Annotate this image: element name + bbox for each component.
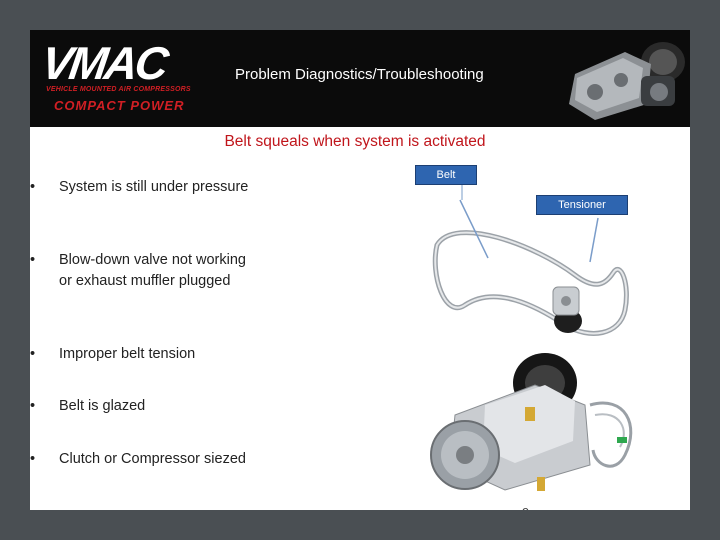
bullet-text: Blow-down valve not working or exhaust m… bbox=[59, 252, 246, 289]
page-number: 9 bbox=[522, 505, 529, 510]
bullet-text: Clutch or Compressor siezed bbox=[59, 451, 246, 467]
bullet-item: • Belt is glazed bbox=[30, 396, 250, 417]
header-bar: VMAC VEHICLE MOUNTED AIR COMPRESSORS COM… bbox=[30, 30, 690, 127]
logo-wordmark: VMAC bbox=[38, 37, 170, 89]
logo-subtext: VEHICLE MOUNTED AIR COMPRESSORS bbox=[46, 86, 191, 93]
bullet-text: Improper belt tension bbox=[59, 346, 196, 362]
bullet-item: • Improper belt tension bbox=[30, 344, 250, 365]
slide: VMAC VEHICLE MOUNTED AIR COMPRESSORS COM… bbox=[30, 30, 690, 510]
tensioner-callout: Tensioner bbox=[536, 195, 628, 215]
slide-subtitle: Belt squeals when system is activated bbox=[224, 133, 486, 150]
header-title: Problem Diagnostics/Troubleshooting bbox=[235, 66, 484, 83]
belt-diagram bbox=[432, 230, 629, 336]
bullet-item: • Blow-down valve not working or exhaust… bbox=[30, 250, 250, 292]
bullet-text: Belt is glazed bbox=[59, 398, 146, 414]
compressor-image bbox=[430, 353, 633, 491]
bullet-item: • Clutch or Compressor siezed bbox=[30, 449, 250, 470]
logo-tagline: COMPACT POWER bbox=[54, 98, 185, 113]
vmac-logo: VMAC VEHICLE MOUNTED AIR COMPRESSORS COM… bbox=[36, 36, 206, 118]
bullet-text: System is still under pressure bbox=[59, 179, 249, 195]
callout-lines bbox=[459, 185, 599, 263]
bullet-item: • System is still under pressure bbox=[30, 177, 250, 198]
belt-callout: Belt bbox=[415, 165, 477, 185]
header-compressor-image bbox=[555, 34, 690, 126]
